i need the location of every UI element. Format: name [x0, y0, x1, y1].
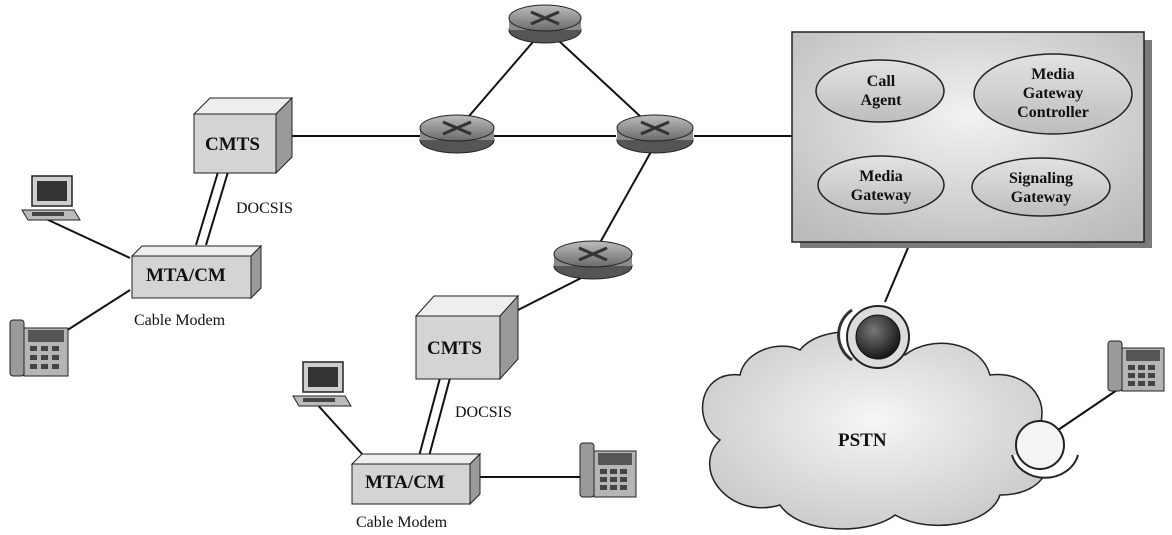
router-icon: [553, 240, 633, 280]
telephone-icon: [1107, 340, 1165, 392]
router-icon: [508, 4, 582, 44]
computer-icon: [21, 175, 81, 221]
mgc-label: Media Gateway Controller: [1017, 66, 1089, 121]
telephone-icon: [579, 442, 637, 498]
computer-icon: [292, 361, 352, 407]
link-pstn-phone: [1057, 387, 1121, 431]
router-icon: [616, 114, 694, 154]
telephone-icon: [9, 319, 69, 377]
cable-modem-bottom-label: Cable Modem: [356, 514, 448, 531]
cmts-bottom-label: CMTS: [427, 338, 482, 359]
docsis-top-label: DOCSIS: [236, 200, 293, 217]
call-agent-label: Call Agent: [860, 73, 902, 109]
mgc-oval: [973, 53, 1133, 135]
cmts-bottom-box: [414, 294, 520, 381]
mta-left-label: MTA/CM: [146, 265, 226, 286]
media-gateway-label: Media Gateway: [850, 168, 912, 204]
link-pc-mta-left: [43, 217, 131, 259]
cable-modem-left-label: Cable Modem: [134, 312, 226, 329]
cmts-top-label: CMTS: [205, 134, 260, 155]
mta-bottom-label: MTA/CM: [365, 472, 445, 493]
mta-left-box: [130, 244, 263, 300]
cmts-top-box: [192, 96, 294, 175]
link-softswitch-pstn: [884, 242, 911, 303]
router-icon: [419, 114, 495, 154]
media-gateway-oval: [817, 155, 945, 215]
link-router-top-right: [544, 27, 656, 131]
signaling-gateway-oval: [971, 157, 1111, 217]
pstn-label: PSTN: [838, 430, 887, 451]
docsis-bottom-label: DOCSIS: [455, 404, 512, 421]
call-agent-oval: [815, 59, 945, 123]
link-router-lower: [596, 149, 653, 249]
mta-bottom-box: [350, 452, 482, 506]
docsis-links: [195, 171, 451, 461]
softswitch-panel: [791, 31, 1152, 248]
switch-icon: [837, 305, 910, 369]
signaling-gateway-label: Signaling Gateway: [1008, 170, 1074, 206]
switch-icon: [1011, 420, 1079, 479]
link-router-top-left: [456, 27, 546, 131]
